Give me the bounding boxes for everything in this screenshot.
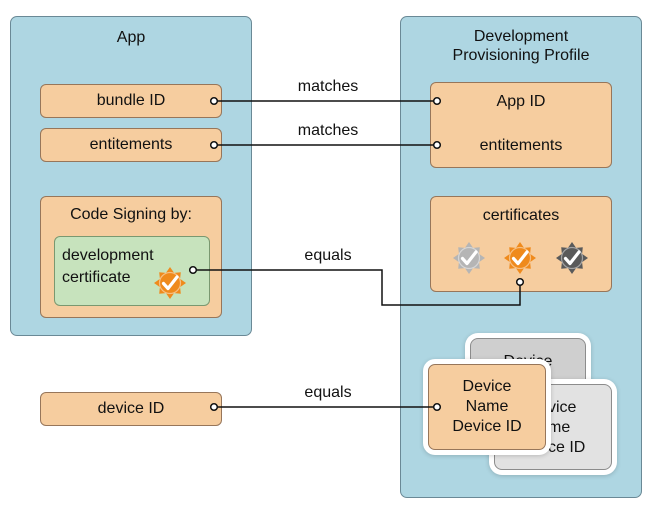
device-card-front-line-2: Name: [465, 398, 509, 415]
device-card-middle-line-2: me: [548, 419, 571, 436]
entitlements-matches-label: matches: [297, 122, 359, 139]
app-id-label: App ID: [496, 93, 546, 110]
device-equals-label: equals: [304, 384, 352, 401]
device-card-front: [428, 364, 546, 450]
dev-cert-check-badge-icon: [152, 265, 188, 301]
cert-line-end-dot: [515, 277, 525, 287]
dev-cert-label-2: certificate: [62, 269, 131, 286]
entitlements-line-end-dot: [432, 140, 442, 150]
app-title: App: [116, 29, 146, 46]
device-card-front-line-3: Device ID: [452, 418, 522, 435]
bundle-line-start-dot: [209, 96, 219, 106]
development-certificate-box: [54, 236, 210, 306]
device-card-middle-line-1: vice: [548, 399, 577, 416]
certificates-title: certificates: [482, 207, 560, 224]
app-entitlements-box: entitements: [40, 128, 222, 162]
app-id-entitlements-box: [430, 82, 612, 168]
device-card-front-line-1: Device: [462, 378, 512, 395]
cert-equals-line: [193, 269, 521, 306]
device-id-box: device ID: [40, 392, 222, 426]
device-card-middle-line-3: ce ID: [548, 439, 586, 456]
silver-cert-check-badge-icon: [451, 240, 487, 276]
bundle-id-box: bundle ID: [40, 84, 222, 118]
cert-line-start-dot: [188, 265, 198, 275]
code-signing-title: Code Signing by:: [70, 206, 192, 223]
profile-entitlements-label: entitements: [479, 137, 563, 154]
bundle-line-end-dot: [432, 96, 442, 106]
profile-title-2: Provisioning Profile: [452, 47, 590, 64]
dark-cert-check-badge-icon: [554, 240, 590, 276]
cert-equals-label: equals: [304, 247, 352, 264]
orange-cert-check-badge-icon: [502, 240, 538, 276]
profile-title-1: Development: [473, 28, 569, 45]
device-line-start-dot: [209, 402, 219, 412]
entitlements-line-start-dot: [209, 140, 219, 150]
bundle-matches-label: matches: [297, 78, 359, 95]
dev-cert-label-1: development: [62, 247, 154, 264]
device-line-end-dot: [432, 402, 442, 412]
